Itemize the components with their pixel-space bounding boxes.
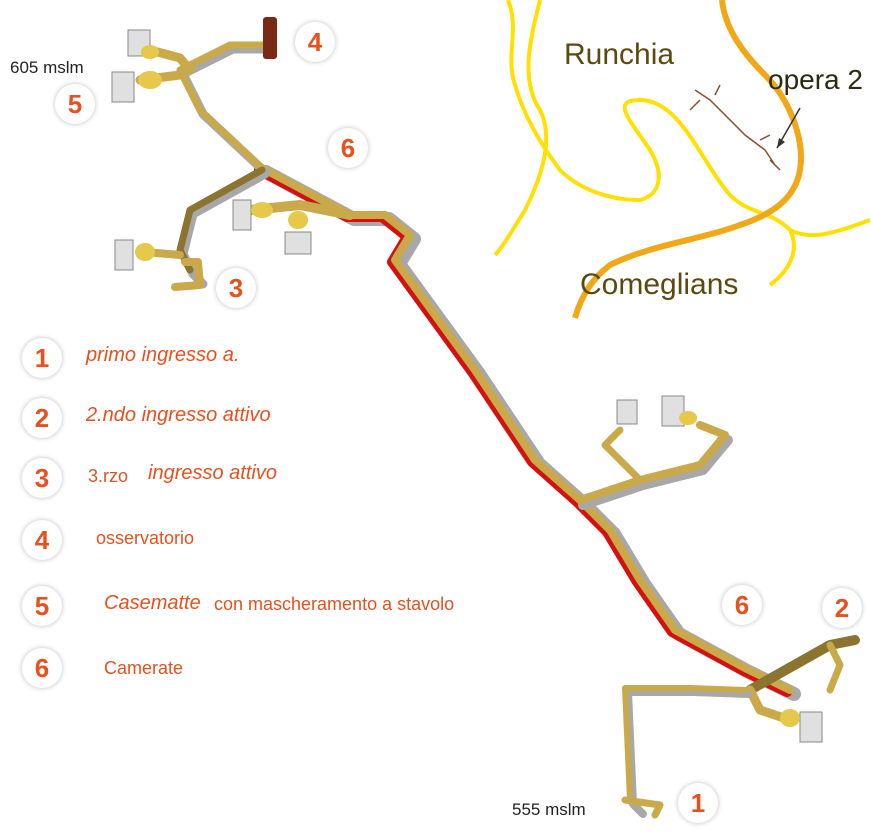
casemate-dome [251,202,273,218]
casemate-block [114,239,134,271]
main-gallery [258,164,794,694]
inset-map [493,0,871,319]
legend-badge: 3 [22,458,62,498]
casemate-block [616,399,638,425]
legend-badge: 6 [22,648,62,688]
road-line [572,0,804,319]
casemate-block [284,231,312,255]
branch-casemate-low [745,685,795,725]
map-badge: 1 [678,783,718,823]
legend-text: 2.ndo ingresso attivo [86,404,271,426]
branch-mid-2 [601,426,644,484]
map-badge: 4 [295,22,335,62]
map-badge: 2 [822,588,862,628]
altitude-top: 605 mslm [10,58,84,77]
casemate-dome [679,411,697,425]
casemate-block [111,71,135,103]
legend-badge: 5 [22,586,62,626]
legend-text: Casematte [104,592,201,614]
branch-mid [576,421,729,504]
casemate-dome [780,709,800,727]
opera-2-trace [689,84,781,171]
tunnel-network [135,41,860,819]
branch-mid-shadow [578,435,733,510]
upper-gallery [176,41,269,172]
structures [111,17,823,743]
legend-text: osservatorio [96,528,195,548]
legend-badge: 4 [22,520,62,560]
map-badge: 6 [328,128,368,168]
map-badge: 5 [55,84,95,124]
casemate-block [661,395,685,427]
casemate-block [799,711,823,743]
casemate-dome [141,45,159,59]
river-line-west [493,0,549,257]
opera-arrow-head [777,138,785,148]
entrance-1-tip [621,796,664,819]
legend-text-suffix: con mascheramento a stavolo [214,594,455,614]
casemate-dome [135,243,155,261]
opera-label: opera 2 [768,64,863,95]
river-line-south [768,229,796,287]
map-badge: 3 [216,268,256,308]
casemate-block [232,199,252,231]
legend-text: primo ingresso a. [86,344,240,366]
legend-prefix: 3.rzo [88,466,129,486]
casemate-dome [288,211,308,229]
legend-badge: 1 [22,338,62,378]
observatory-tower [263,17,277,59]
branch-2-tip [826,641,844,694]
upper-gallery-shadow [178,44,273,177]
casemate-dome [138,71,162,89]
legend-text: Camerate [104,658,184,678]
legend-text: ingresso attivo [148,462,277,484]
river-line [506,0,871,238]
map-badge: 6 [722,585,762,625]
altitude-bottom: 555 mslm [512,800,586,819]
legend-badge: 2 [22,398,62,438]
place-comeglians: Comeglians [580,268,739,301]
place-runchia: Runchia [564,38,675,71]
branch-1 [622,685,748,803]
